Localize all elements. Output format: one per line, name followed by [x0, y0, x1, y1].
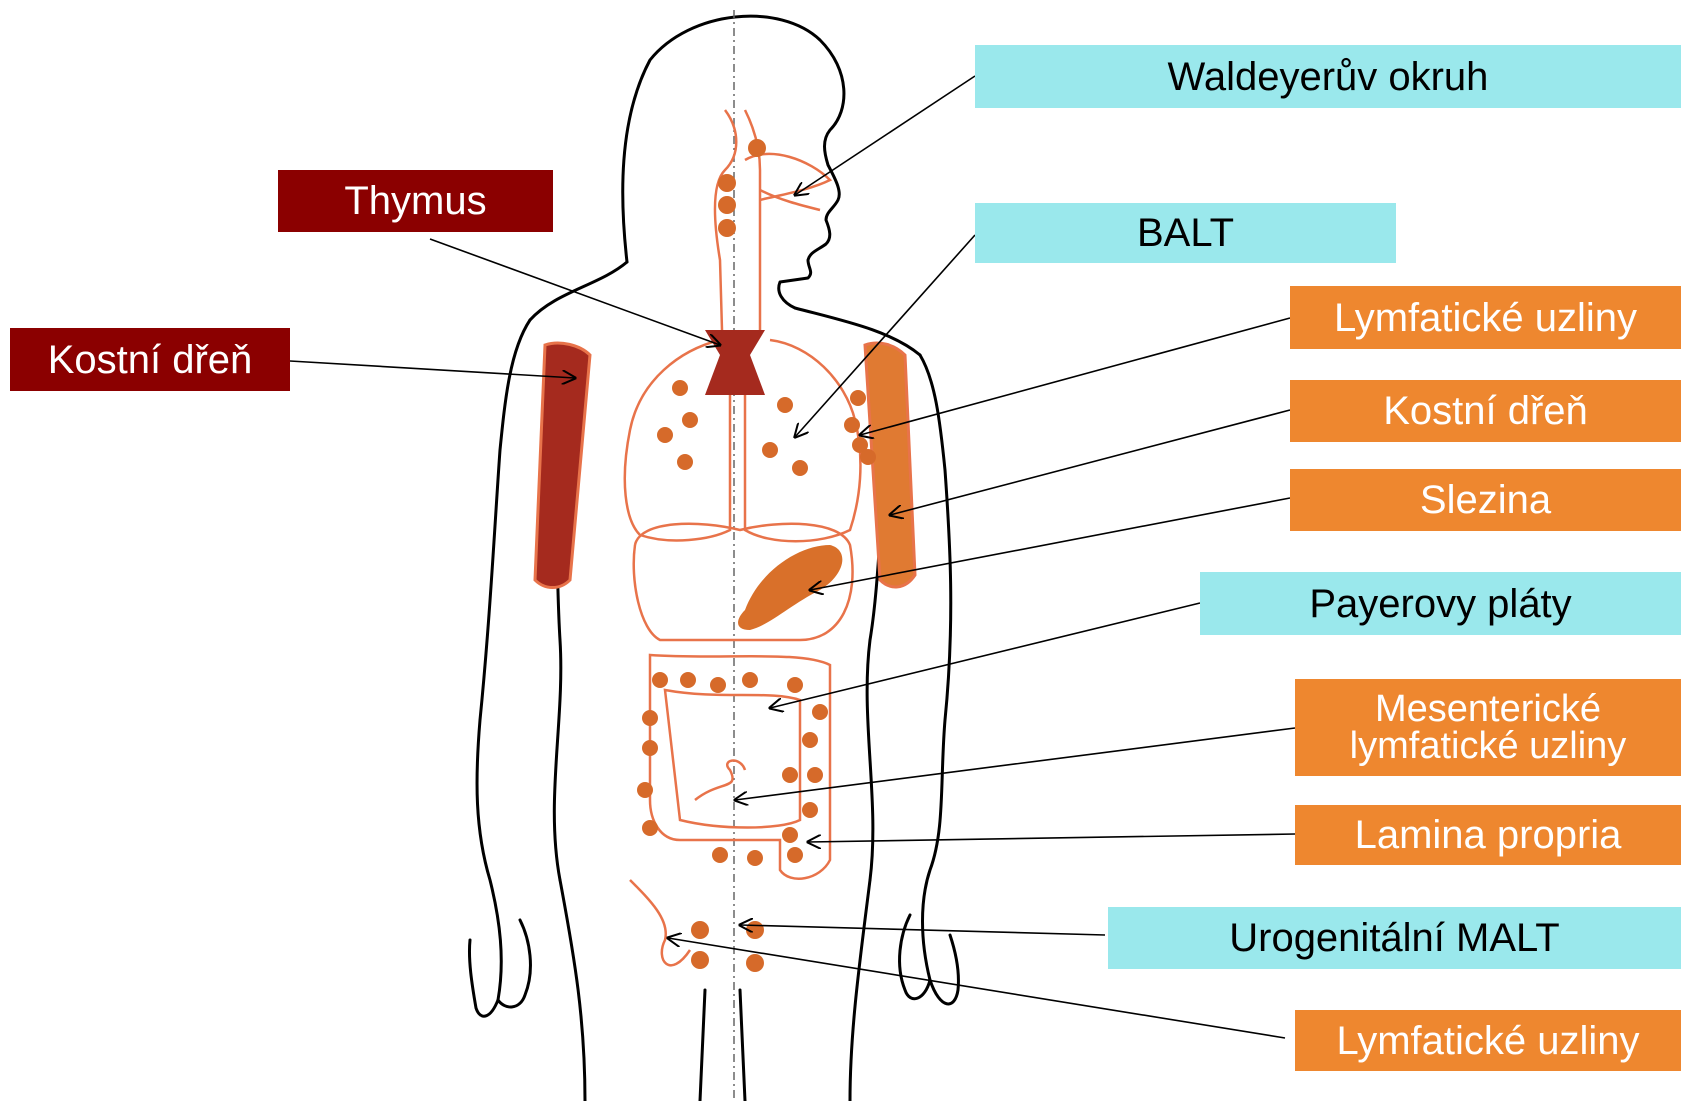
label-waldeyer: Waldeyerův okruh [975, 45, 1681, 108]
label-balt: BALT [975, 203, 1396, 263]
label-lymph-nodes-upper: Lymfatické uzliny [1290, 286, 1681, 349]
label-bone-marrow-secondary: Kostní dřeň [1290, 380, 1681, 442]
label-bone-marrow-primary: Kostní dřeň [10, 328, 290, 391]
thymus-shape [705, 330, 765, 395]
label-lamina-propria: Lamina propria [1295, 805, 1681, 865]
label-mesenteric-line1: Mesenterické [1375, 691, 1601, 727]
label-mesenteric-line2: lymfatické uzliny [1350, 728, 1627, 764]
label-peyer-patches: Payerovy pláty [1200, 572, 1681, 635]
label-spleen: Slezina [1290, 469, 1681, 531]
organ-outlines [625, 110, 861, 965]
label-thymus: Thymus [278, 170, 553, 232]
label-mesenteric-lymph-nodes: Mesenterické lymfatické uzliny [1295, 679, 1681, 776]
label-lymph-nodes-lower: Lymfatické uzliny [1295, 1010, 1681, 1071]
label-urogenital-malt: Urogenitální MALT [1108, 907, 1681, 969]
